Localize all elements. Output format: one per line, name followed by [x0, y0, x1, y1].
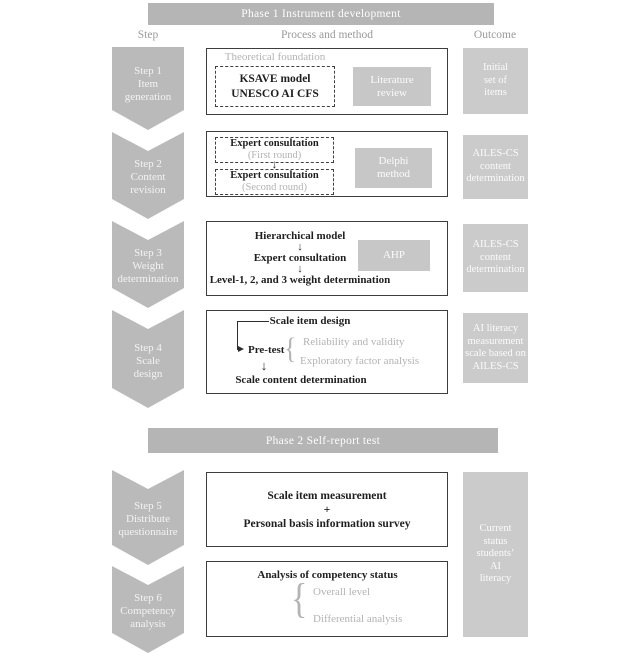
step-label-line: design — [133, 367, 163, 380]
step-label-line: Step 4 — [134, 341, 162, 354]
phase1-title: Phase 1 Instrument development — [241, 8, 401, 20]
weight-determination-flow: Hierarchical model ↓ Expert consultation… — [200, 230, 400, 287]
theory-line: KSAVE model — [239, 72, 311, 85]
delphi-method-box: Delphi method — [355, 148, 432, 188]
hierarchical-model-label: Hierarchical model — [254, 230, 346, 242]
step-label-line: Item — [137, 78, 159, 90]
step-label-line: analysis — [130, 618, 166, 630]
round-label: (First round) — [247, 150, 302, 161]
method-label-line: review — [377, 86, 407, 99]
outcome-box-step1: Initial set of items — [463, 48, 528, 114]
step-4-chevron: Step 4 Scale design — [112, 310, 184, 408]
theoretical-foundation-box: KSAVE model UNESCO AI CFS — [215, 66, 335, 107]
outcome-line: set of — [483, 74, 508, 86]
outcome-line: content — [480, 251, 511, 263]
step-1-chevron: Step 1 Item generation — [112, 47, 184, 130]
step-2-chevron: Step 2 Content revision — [112, 132, 184, 219]
round-label: (Second round) — [241, 182, 308, 193]
step-3-chevron: Step 3 Weight determination — [112, 221, 184, 308]
literature-review-box: Literature review — [353, 67, 431, 106]
theoretical-foundation-label: Theoretical foundation — [224, 51, 326, 63]
outcome-line: Initial — [482, 62, 509, 74]
method-label-line: Delphi — [378, 155, 409, 167]
outcome-line: AILES-CS — [472, 148, 519, 160]
outcome-line: AILES-CS — [472, 360, 519, 372]
step-label-line: Content — [130, 171, 166, 183]
outcome-box-step3: AILES-CS content determination — [463, 224, 528, 292]
consultation-line: Expert consultation — [230, 138, 319, 149]
step-5-chevron: Step 5 Distribute questionnaire — [112, 470, 184, 565]
step-label-line: Step 3 — [134, 247, 162, 259]
brace-icon: { — [291, 576, 308, 623]
step-label-line: Step 6 — [134, 592, 162, 604]
scale-item-measurement-label: Scale item measurement — [267, 489, 387, 502]
column-header-process: Process and method — [281, 29, 373, 41]
scale-item-design-label: Scale item design — [269, 315, 351, 327]
consultation-line: Expert consultation — [230, 170, 319, 181]
theory-line: UNESCO AI CFS — [231, 87, 319, 100]
differential-analysis-note: Differential analysis — [313, 613, 403, 625]
outcome-line: items — [484, 87, 507, 99]
step-label-line: Distribute — [126, 513, 170, 525]
personal-info-survey-label: Personal basis information survey — [243, 517, 411, 530]
step-label-line: Step 5 — [134, 500, 162, 512]
step-label-line: Step 1 — [134, 65, 162, 77]
expert-consultation-label: Expert consultation — [253, 252, 347, 264]
outcome-line: scale based on — [465, 348, 526, 359]
step-6-chevron: Step 6 Competency analysis — [112, 566, 184, 653]
outcome-line: status — [483, 535, 508, 547]
reliability-note: Reliability and validity — [303, 336, 405, 348]
process-box-step6 — [206, 561, 448, 637]
process-box-step5: Scale item measurement + Personal basis … — [206, 472, 448, 547]
outcome-line: measurement — [467, 335, 524, 347]
step-label-line: revision — [130, 184, 166, 196]
arrowhead-right-icon — [238, 346, 244, 352]
outcome-line: Current — [479, 523, 512, 535]
outcome-line: determination — [466, 173, 525, 185]
step-label-line: Step 2 — [134, 158, 162, 170]
phase1-header-bar: Phase 1 Instrument development — [148, 3, 494, 25]
step-label-line: Competency — [120, 605, 176, 617]
outcome-line: AI literacy — [472, 323, 519, 334]
outcome-line: students’ — [476, 548, 515, 560]
process-box-step4 — [206, 310, 448, 394]
outcome-box-step4: AI literacy measurement scale based on A… — [463, 313, 528, 383]
expert-consultation-round1-box: Expert consultation (First round) — [215, 137, 334, 163]
outcome-box-phase2: Current status students’ AI literacy — [463, 472, 528, 637]
step-label-line: Scale — [136, 354, 160, 367]
step-label-line: generation — [124, 91, 172, 103]
step-label-line: determination — [117, 273, 179, 285]
down-arrow-icon: ↓ — [271, 157, 278, 171]
level-weight-label: Level-1, 2, and 3 weight determination — [209, 274, 391, 286]
outcome-line: AI — [489, 560, 502, 572]
plus-icon: + — [323, 503, 331, 516]
outcome-line: AILES-CS — [472, 239, 519, 251]
brace-icon: { — [284, 331, 297, 366]
scale-content-determination-label: Scale content determination — [235, 374, 367, 386]
outcome-box-step2: AILES-CS content determination — [463, 135, 528, 199]
overall-level-note: Overall level — [313, 586, 371, 598]
exploratory-note: Exploratory factor analysis — [300, 355, 420, 367]
column-header-outcome: Outcome — [473, 29, 517, 41]
down-arrow-icon: ↓ — [260, 358, 268, 373]
method-label-line: method — [377, 168, 410, 180]
phase2-header-bar: Phase 2 Self-report test — [148, 428, 498, 453]
expert-consultation-round2-box: Expert consultation (Second round) — [215, 169, 334, 195]
down-arrow-icon: ↓ — [297, 263, 303, 275]
competency-status-title: Analysis of competency status — [257, 569, 398, 581]
method-label: AHP — [382, 249, 405, 261]
elbow-arrow — [237, 321, 269, 350]
step-label-line: Weight — [132, 260, 164, 272]
phase2-title: Phase 2 Self-report test — [265, 434, 381, 447]
column-header-step: Step — [137, 29, 159, 41]
down-arrow-icon: ↓ — [297, 241, 303, 253]
outcome-line: content — [480, 160, 511, 172]
method-label-line: Literature — [370, 73, 414, 86]
ahp-box: AHP — [358, 240, 430, 271]
pretest-label: Pre-test — [248, 344, 285, 356]
outcome-line: literacy — [479, 573, 512, 585]
outcome-line: determination — [466, 264, 525, 276]
step-label-line: questionnaire — [118, 526, 178, 538]
